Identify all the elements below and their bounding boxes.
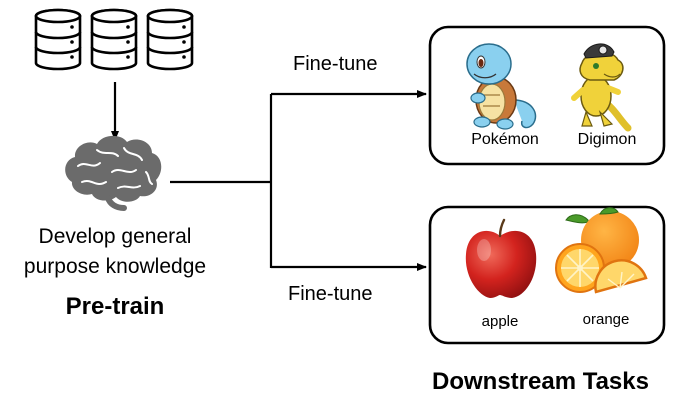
downstream-tasks-title: Downstream Tasks: [432, 368, 649, 395]
pretrain-label: Pre-train: [65, 293, 165, 320]
brain-icon: [65, 135, 162, 211]
pretrain-description-line2: purpose knowledge: [23, 255, 207, 278]
orange-image: [555, 207, 648, 294]
task-top-item1-label: Pokémon: [471, 131, 539, 148]
database-icon-1: [34, 8, 82, 71]
finetune-label-top: Fine-tune: [293, 53, 378, 75]
database-icon-3: [146, 8, 194, 71]
finetune-label-bottom: Fine-tune: [288, 283, 373, 305]
branch-connector: [170, 94, 273, 268]
pokemon-image: [466, 43, 537, 130]
digimon-image: [571, 43, 632, 132]
task-top-item2-label: Digimon: [577, 131, 637, 148]
database-icon-2: [90, 8, 138, 71]
task-bottom-item2-label: orange: [582, 311, 630, 328]
apple-image: [465, 218, 537, 298]
pretrain-description-line1: Develop general: [38, 225, 192, 248]
task-bottom-item1-label: apple: [481, 313, 519, 330]
